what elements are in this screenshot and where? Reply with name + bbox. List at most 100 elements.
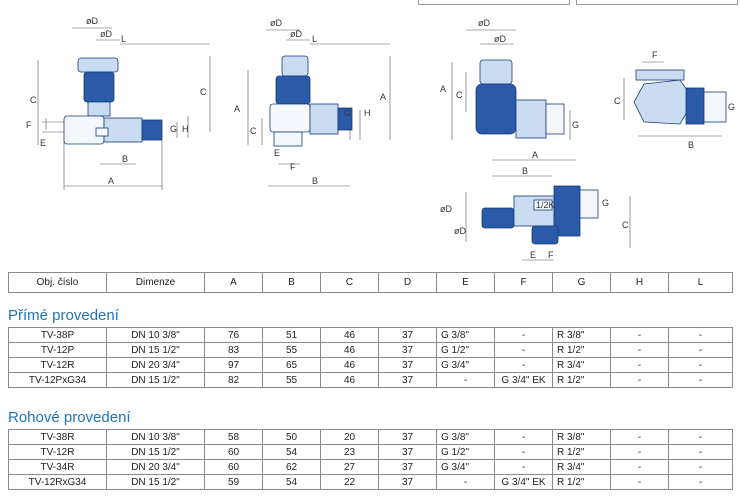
- cell-e: -: [436, 474, 495, 490]
- cell-l: -: [668, 342, 733, 358]
- col-header-g: G: [552, 272, 611, 293]
- dim-E-label-2: E: [274, 148, 280, 158]
- col-header-dimenze: Dimenze: [106, 272, 205, 293]
- cell-e: G 1/2": [436, 342, 495, 358]
- dim-F-label-2: F: [290, 162, 296, 172]
- dim-F-label: F: [26, 120, 32, 130]
- cell-a: 60: [204, 444, 263, 460]
- cell-f: -: [494, 459, 553, 475]
- cell-g: R 3/8": [552, 327, 611, 343]
- dim-G-label-4: G: [728, 102, 735, 112]
- table-row: TV-38P DN 10 3/8" 76 51 46 37 G 3/8" - R…: [8, 327, 733, 343]
- cell-l: -: [668, 429, 733, 445]
- dim-B-label-5: B: [522, 166, 528, 176]
- cell-c: 46: [320, 327, 379, 343]
- dim-B-label-4: B: [688, 140, 694, 150]
- col-header-f: F: [494, 272, 553, 293]
- dim-C-label: C: [30, 95, 37, 105]
- cell-g: R 1/2": [552, 372, 611, 388]
- cell-obj: TV-34R: [8, 459, 107, 475]
- table-row: TV-12R DN 15 1/2" 60 54 23 37 G 1/2" - R…: [8, 444, 733, 460]
- dim-L-label: L: [121, 34, 126, 44]
- header-row: Obj. číslo Dimenze A B C D E F G H L: [8, 272, 733, 293]
- badge-label: 1/2K: [536, 200, 555, 210]
- dim-od-label-5: øD: [440, 204, 452, 214]
- valve-drawings: øD øD L C F E C G H B A øD øD L A C E F: [26, 16, 735, 261]
- cell-a: 60: [204, 459, 263, 475]
- dim-G-label: G: [170, 124, 177, 134]
- col-header-e: E: [436, 272, 495, 293]
- cell-c: 46: [320, 372, 379, 388]
- table-row: TV-12PxG34 DN 15 1/2" 82 55 46 37 - G 3/…: [8, 372, 733, 388]
- top-frame-right: [576, 0, 738, 5]
- dim-C-label-3: C: [456, 90, 463, 100]
- straight-valve-front-drawing: øD øD L C F E C G H B A: [26, 16, 211, 190]
- cell-c: 46: [320, 357, 379, 373]
- top-frame-left: [418, 0, 570, 5]
- cell-f: -: [494, 444, 553, 460]
- cell-f: G 3/4" EK: [494, 474, 553, 490]
- spec-header-table: Obj. číslo Dimenze A B C D E F G H L: [8, 272, 733, 293]
- dim-F-label-4: F: [652, 50, 658, 60]
- cell-f: -: [494, 342, 553, 358]
- cell-a: 82: [204, 372, 263, 388]
- col-header-obj: Obj. číslo: [8, 272, 107, 293]
- cell-f: -: [494, 429, 553, 445]
- cell-b: 54: [262, 474, 321, 490]
- cell-b: 55: [262, 342, 321, 358]
- dim-B-label-2: B: [312, 176, 318, 186]
- cell-h: -: [610, 342, 669, 358]
- dim-G-label-5: G: [602, 198, 609, 208]
- cell-d: 37: [378, 357, 437, 373]
- cell-f: -: [494, 327, 553, 343]
- dim-E-label-5: E: [530, 250, 536, 260]
- cell-obj: TV-38P: [8, 327, 107, 343]
- dim-C2-label: C: [200, 87, 207, 97]
- cell-obj: TV-12PxG34: [8, 372, 107, 388]
- cell-dimenze: DN 15 1/2": [106, 444, 205, 460]
- cell-d: 37: [378, 342, 437, 358]
- cell-b: 62: [262, 459, 321, 475]
- cell-b: 50: [262, 429, 321, 445]
- section-title-rohove: Rohové provedení: [8, 409, 131, 426]
- dim-E-label: E: [40, 138, 46, 148]
- col-header-b: B: [262, 272, 321, 293]
- cell-dimenze: DN 10 3/8": [106, 327, 205, 343]
- cell-a: 76: [204, 327, 263, 343]
- cell-h: -: [610, 327, 669, 343]
- cell-a: 59: [204, 474, 263, 490]
- cell-d: 37: [378, 459, 437, 475]
- cell-g: R 3/4": [552, 357, 611, 373]
- cell-l: -: [668, 474, 733, 490]
- cell-dimenze: DN 15 1/2": [106, 342, 205, 358]
- dim-G-label-2: G: [344, 108, 351, 118]
- cell-g: R 1/2": [552, 474, 611, 490]
- cell-f: -: [494, 357, 553, 373]
- col-header-d: D: [378, 272, 437, 293]
- dim-A-label: A: [108, 176, 114, 186]
- table-row: TV-12R DN 20 3/4" 97 65 46 37 G 3/4" - R…: [8, 357, 733, 373]
- dim-C-label-5: C: [622, 220, 629, 230]
- dim-F-label-5: F: [548, 250, 554, 260]
- dim-D-label-3: øD: [494, 34, 506, 44]
- cell-c: 20: [320, 429, 379, 445]
- col-header-c: C: [320, 272, 379, 293]
- dim-A-label-3: A: [440, 84, 446, 94]
- cell-c: 23: [320, 444, 379, 460]
- cell-b: 65: [262, 357, 321, 373]
- dim-B-label: B: [122, 154, 128, 164]
- dim-A2-label-2: A: [380, 92, 386, 102]
- cell-e: G 3/8": [436, 327, 495, 343]
- section-title-prime: Přímé provedení: [8, 307, 119, 324]
- dim-G-label-3: G: [572, 120, 579, 130]
- col-header-l: L: [668, 272, 733, 293]
- cell-dimenze: DN 15 1/2": [106, 372, 205, 388]
- dim-od2-label-5: øD: [454, 226, 466, 236]
- cell-g: R 3/4": [552, 459, 611, 475]
- cell-l: -: [668, 327, 733, 343]
- cell-a: 97: [204, 357, 263, 373]
- dim-C-label-2: C: [250, 126, 257, 136]
- table-row: TV-34R DN 20 3/4" 60 62 27 37 G 3/4" - R…: [8, 459, 733, 475]
- cell-b: 55: [262, 372, 321, 388]
- cell-b: 51: [262, 327, 321, 343]
